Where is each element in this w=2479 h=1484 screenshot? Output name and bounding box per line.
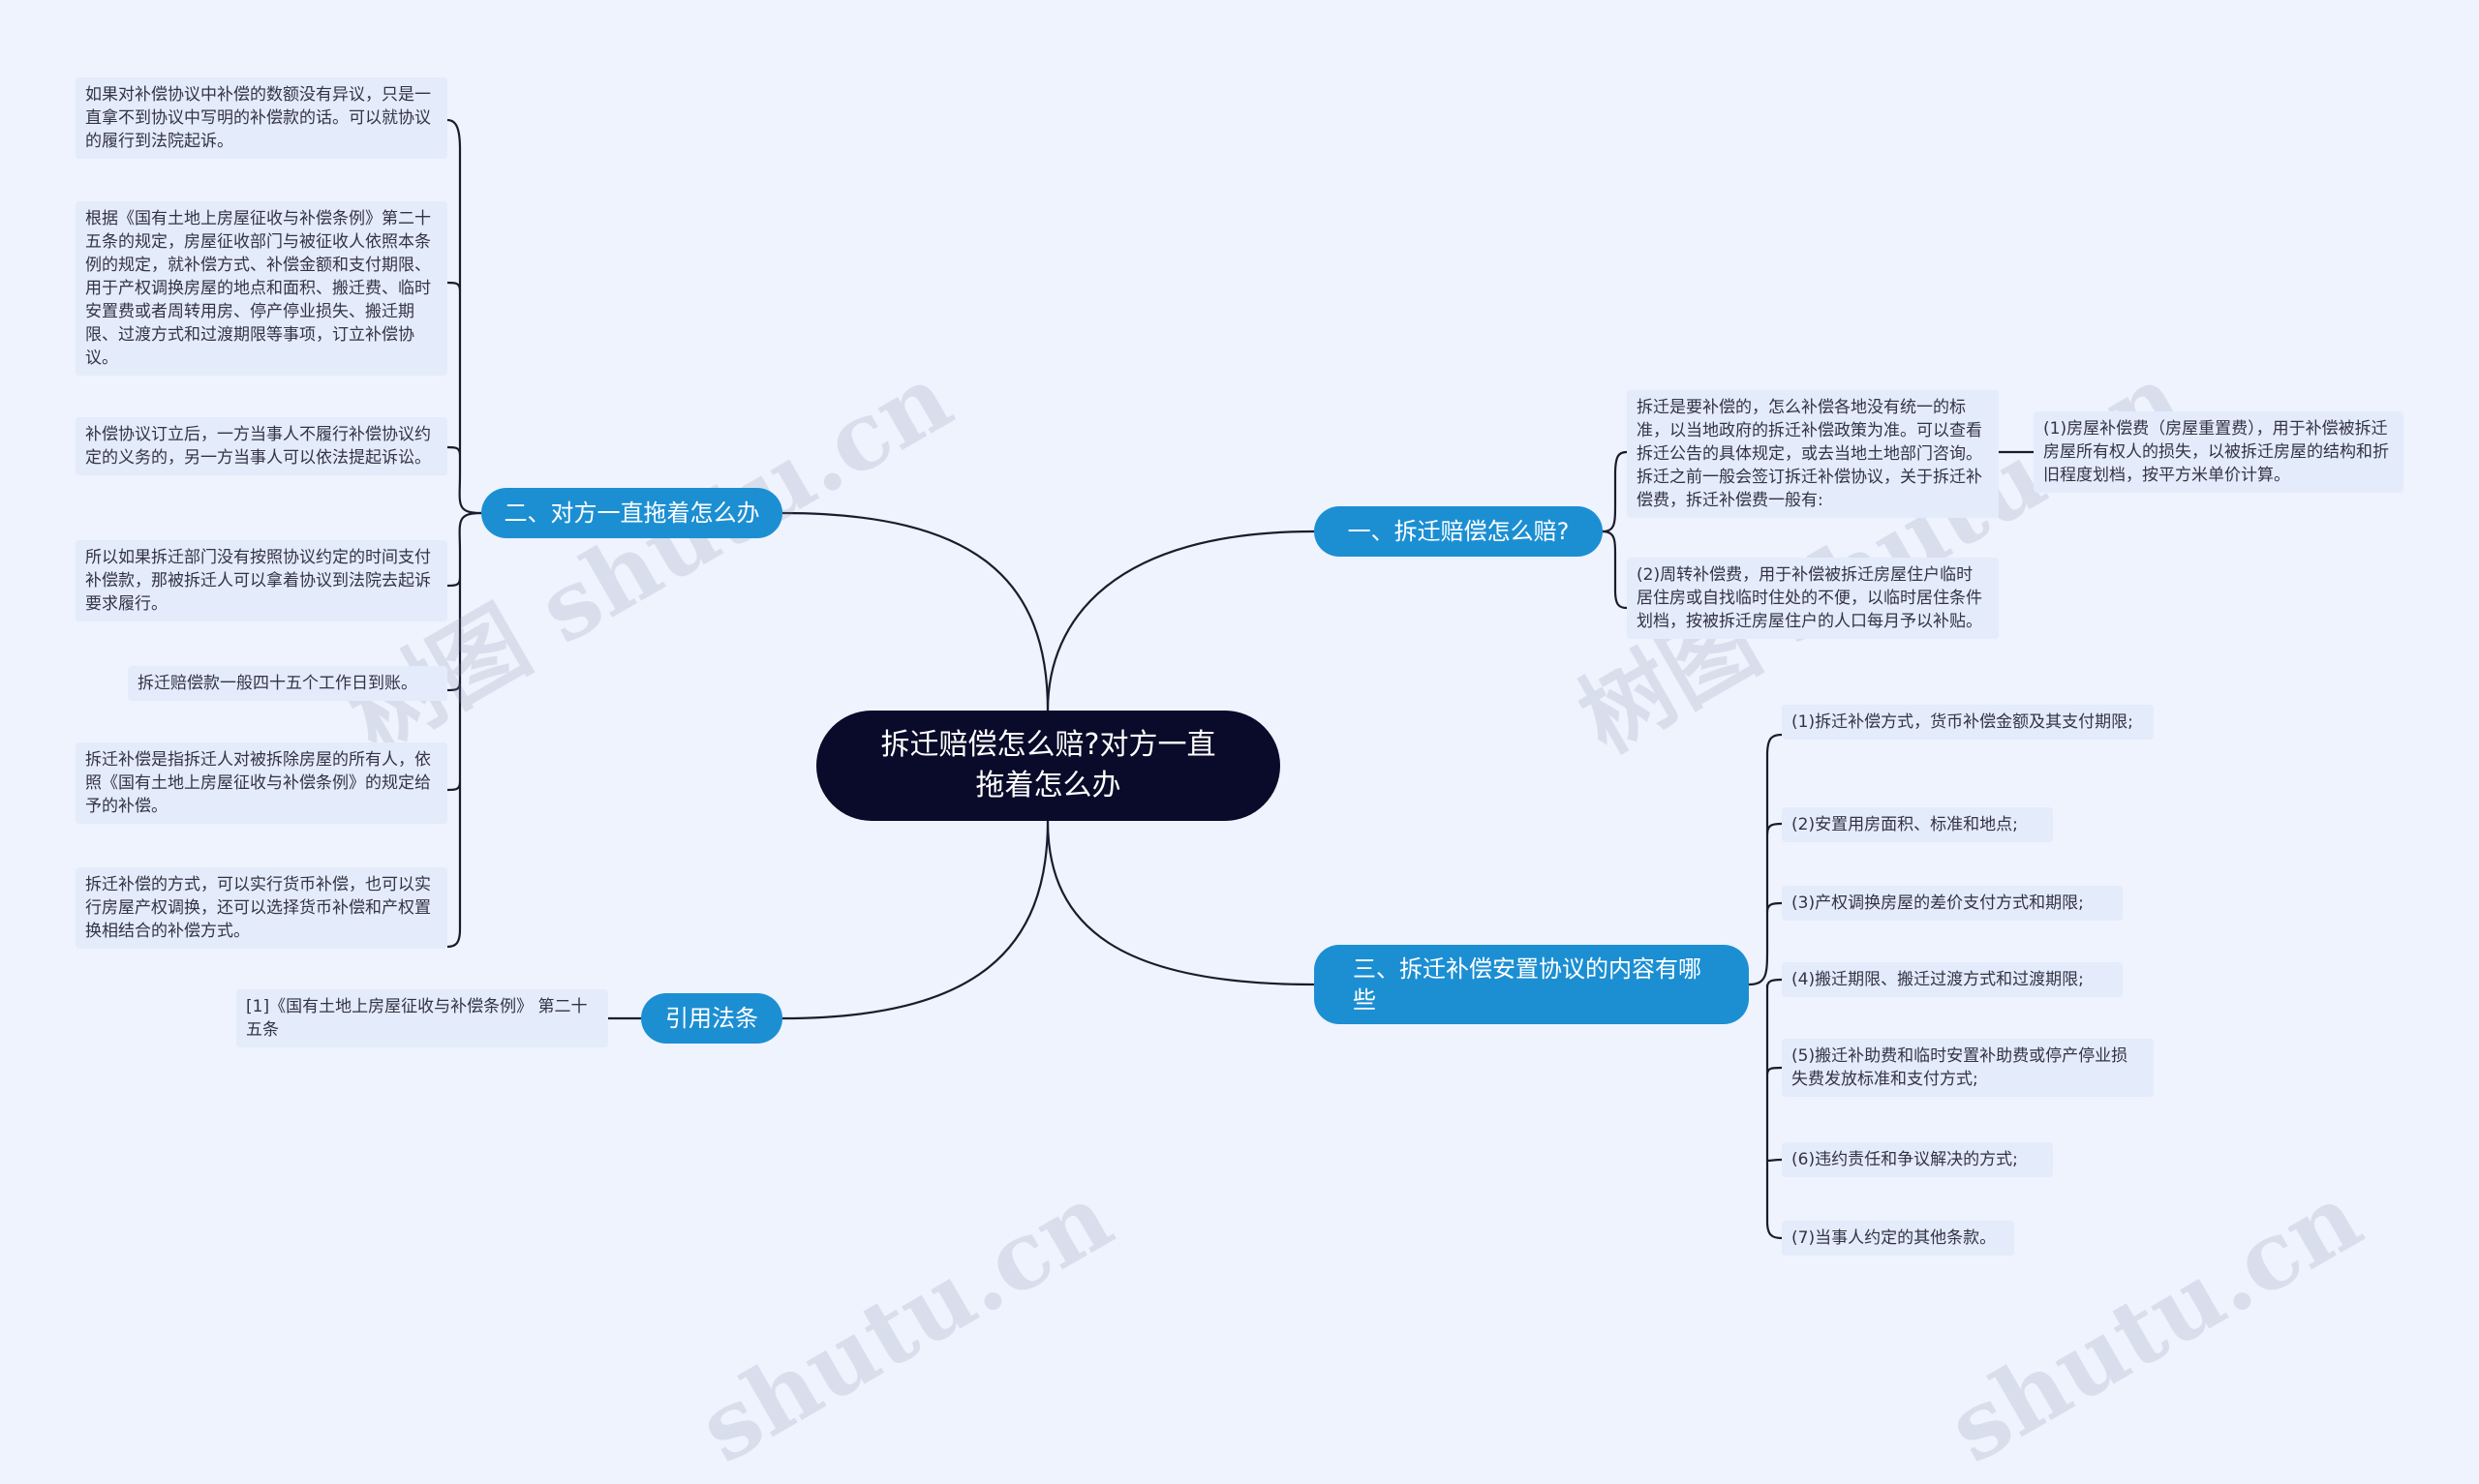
leaf-definition[interactable]: 拆迁补偿是指拆迁人对被拆除房屋的所有人，依照《国有土地上房屋征收与补偿条例》的规… (76, 742, 447, 824)
link-root-b3 (1046, 820, 1315, 986)
link-b1-bracket (1602, 450, 1628, 610)
leaf-breach-lawsuit[interactable]: 补偿协议订立后，一方当事人不履行补偿协议约定的义务的，另一方当事人可以依法提起诉… (76, 417, 447, 475)
leaf-agreement-item-4[interactable]: (4)搬迁期限、搬迁过渡方式和过渡期限; (1782, 962, 2123, 997)
leaf-compensation-methods[interactable]: 拆迁补偿的方式，可以实行货币补偿，也可以实行房屋产权调换，还可以选择货币补偿和产… (76, 867, 447, 949)
leaf-agreement-item-5[interactable]: (5)搬迁补助费和临时安置补助费或停产停业损失费发放标准和支付方式; (1782, 1039, 2154, 1097)
branch-delay-handling[interactable]: 二、对方一直拖着怎么办 (481, 488, 782, 538)
leaf-regulation-article[interactable]: 根据《国有土地上房屋征收与补偿条例》第二十五条的规定，房屋征收部门与被征收人依照… (76, 201, 447, 376)
connector-lines (446, 118, 2034, 1240)
leaf-house-compensation[interactable]: (1)房屋补偿费（房屋重置费），用于补偿被拆迁房屋所有权人的损失，以被拆迁房屋的… (2034, 411, 2403, 493)
root-topic[interactable]: 拆迁赔偿怎么赔?对方一直拖着怎么办 (816, 711, 1280, 821)
leaf-agreement-item-3[interactable]: (3)产权调换房屋的差价支付方式和期限; (1782, 886, 2123, 921)
leaf-agreement-item-6[interactable]: (6)违约责任和争议解决的方式; (1782, 1142, 2053, 1177)
leaf-compensation-intro[interactable]: 拆迁是要补偿的，怎么补偿各地没有统一的标准，以当地政府的拆迁补偿政策为准。可以查… (1627, 390, 1999, 518)
leaf-payment-time[interactable]: 拆迁赔偿款一般四十五个工作日到账。 (128, 666, 447, 701)
leaf-agreement-item-2[interactable]: (2)安置用房面积、标准和地点; (1782, 807, 2053, 842)
branch-how-to-compensate[interactable]: 一、拆迁赔偿怎么赔? (1314, 506, 1603, 557)
link-root-b1 (1046, 530, 1315, 712)
leaf-lawsuit-option[interactable]: 如果对补偿协议中补偿的数额没有异议，只是一直拿不到协议中写明的补偿款的话。可以就… (76, 77, 447, 159)
link-b3-bracket (1748, 733, 1783, 1240)
root-title: 拆迁赔偿怎么赔?对方一直拖着怎么办 (880, 728, 1216, 803)
leaf-cited-regulation[interactable]: [1]《国有土地上房屋征收与补偿条例》 第二十五条 (236, 989, 608, 1047)
branch-cited-law[interactable]: 引用法条 (641, 993, 782, 1044)
branch-label: 引用法条 (665, 1005, 758, 1032)
link-root-b2 (781, 511, 1050, 712)
branch-label: 二、对方一直拖着怎么办 (504, 500, 760, 527)
branch-label: 三、拆迁补偿安置协议的内容有哪些 (1353, 955, 1701, 1014)
link-root-b4 (781, 820, 1050, 1020)
link-b2-bracket (446, 118, 482, 949)
branch-label: 一、拆迁赔偿怎么赔? (1347, 518, 1570, 545)
leaf-turnover-compensation[interactable]: (2)周转补偿费，用于补偿被拆迁房屋住户临时居住房或自找临时住处的不便，以临时居… (1627, 558, 1999, 639)
leaf-agreement-item-1[interactable]: (1)拆迁补偿方式，货币补偿金额及其支付期限; (1782, 705, 2154, 740)
branch-agreement-contents[interactable]: 三、拆迁补偿安置协议的内容有哪些 (1314, 945, 1749, 1024)
leaf-agreement-item-7[interactable]: (7)当事人约定的其他条款。 (1782, 1221, 2014, 1256)
leaf-sue-for-performance[interactable]: 所以如果拆迁部门没有按照协议约定的时间支付补偿款，那被拆迁人可以拿着协议到法院去… (76, 540, 447, 621)
